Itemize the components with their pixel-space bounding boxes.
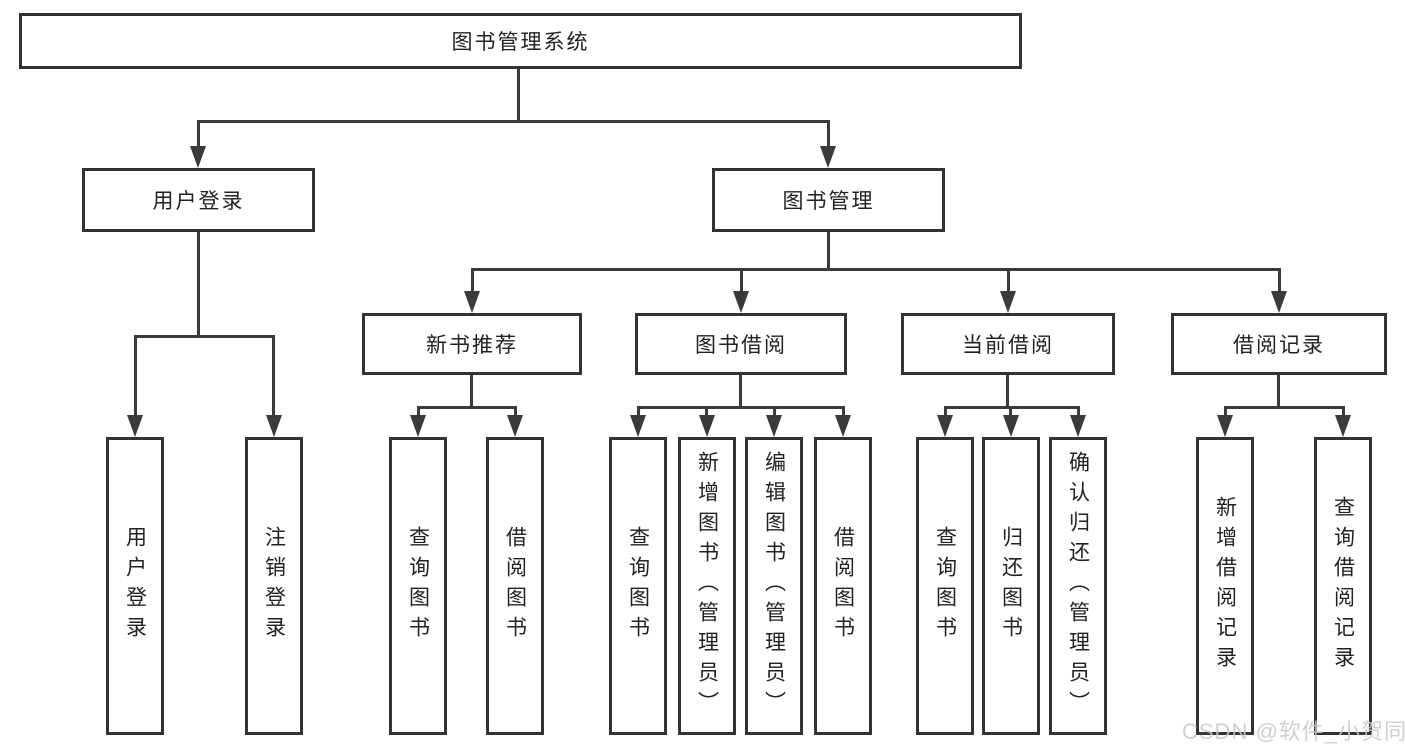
- connector-root-stem: [517, 69, 520, 120]
- node-leaf-br-add-record: 新增借阅记录: [1196, 437, 1254, 735]
- arrow-down-icon: [507, 415, 523, 437]
- node-leaf-rec-query-books-label: 查询图书: [406, 526, 430, 646]
- connector-drop-leaf: [944, 406, 947, 417]
- node-leaf-bb-query-books: 查询图书: [609, 437, 667, 735]
- arrow-down-icon: [835, 415, 851, 437]
- connector-bb-stem: [739, 375, 742, 406]
- node-book-management-label: 图书管理: [782, 190, 875, 213]
- node-current-borrowing-label: 当前借阅: [962, 334, 1054, 357]
- arrow-down-icon: [127, 415, 143, 437]
- connector-drop-leaf: [1077, 406, 1080, 417]
- node-leaf-cb-return-books: 归还图书: [982, 437, 1040, 735]
- node-leaf-bb-add-book-admin: 新增图书（管理员）: [678, 437, 736, 735]
- connector-drop-level3: [740, 268, 743, 293]
- node-leaf-bb-add-book-admin-label: 新增图书（管理员）: [695, 451, 719, 721]
- arrow-down-icon: [1070, 415, 1086, 437]
- connector-br-stem: [1277, 375, 1280, 406]
- arrow-down-icon: [190, 146, 206, 168]
- node-leaf-br-query-record: 查询借阅记录: [1314, 437, 1372, 735]
- arrow-down-icon: [1000, 291, 1016, 313]
- node-leaf-logout: 注销登录: [245, 437, 303, 735]
- connector-drop-leaf: [705, 406, 708, 417]
- node-book-management: 图书管理: [712, 168, 945, 232]
- connector-user-login-span: [134, 335, 275, 338]
- connector-bb-span: [637, 406, 845, 409]
- node-leaf-cb-query-books-label: 查询图书: [933, 526, 957, 646]
- node-new-book-recommend-label: 新书推荐: [426, 334, 518, 357]
- node-leaf-rec-borrow-books: 借阅图书: [486, 437, 544, 735]
- connector-drop-book-management: [827, 120, 830, 148]
- connector-rec-stem: [470, 375, 473, 406]
- node-leaf-bb-borrow-books: 借阅图书: [814, 437, 872, 735]
- node-borrowing-records-label: 借阅记录: [1233, 334, 1325, 357]
- connector-cb-stem: [1006, 375, 1009, 406]
- node-user-login-label: 用户登录: [152, 190, 245, 213]
- connector-drop-level3: [1278, 268, 1281, 293]
- connector-drop-leaf: [773, 406, 776, 417]
- connector-drop-leaf: [417, 406, 420, 417]
- node-current-borrowing: 当前借阅: [901, 313, 1115, 375]
- arrow-down-icon: [766, 415, 782, 437]
- arrow-down-icon: [937, 415, 953, 437]
- connector-drop-leaf: [514, 406, 517, 417]
- connector-book-mgmt-span: [471, 268, 1281, 271]
- node-root-system: 图书管理系统: [19, 13, 1022, 69]
- node-leaf-bb-edit-book-admin-label: 编辑图书（管理员）: [762, 451, 786, 721]
- csdn-watermark: CSDN @软件_小贺同学: [1182, 719, 1405, 744]
- connector-drop-leaf: [637, 406, 640, 417]
- node-leaf-cb-return-books-label: 归还图书: [999, 526, 1023, 646]
- connector-cb-span: [944, 406, 1080, 409]
- node-leaf-user-login-label: 用户登录: [123, 526, 147, 646]
- node-leaf-cb-confirm-return-admin-label: 确认归还（管理员）: [1066, 451, 1090, 721]
- node-leaf-bb-borrow-books-label: 借阅图书: [831, 526, 855, 646]
- connector-drop-level3: [1007, 268, 1010, 293]
- node-book-borrowing: 图书借阅: [635, 313, 847, 375]
- arrow-down-icon: [1335, 415, 1351, 437]
- arrow-down-icon: [1217, 415, 1233, 437]
- node-user-login: 用户登录: [82, 168, 315, 232]
- node-leaf-cb-confirm-return-admin: 确认归还（管理员）: [1049, 437, 1107, 735]
- arrow-down-icon: [410, 415, 426, 437]
- node-leaf-br-query-record-label: 查询借阅记录: [1331, 496, 1355, 676]
- connector-drop-leaf: [842, 406, 845, 417]
- arrow-down-icon: [630, 415, 646, 437]
- node-leaf-user-login: 用户登录: [106, 437, 164, 735]
- arrow-down-icon: [733, 291, 749, 313]
- connector-drop-leaf: [1342, 406, 1345, 417]
- connector-drop-user-login: [197, 120, 200, 148]
- arrow-down-icon: [820, 146, 836, 168]
- arrow-down-icon: [699, 415, 715, 437]
- node-leaf-rec-query-books: 查询图书: [389, 437, 447, 735]
- connector-root-span: [197, 120, 830, 123]
- arrow-down-icon: [1271, 291, 1287, 313]
- node-leaf-bb-query-books-label: 查询图书: [626, 526, 650, 646]
- connector-drop-leaf: [134, 335, 137, 417]
- node-leaf-rec-borrow-books-label: 借阅图书: [503, 526, 527, 646]
- connector-drop-leaf: [1009, 406, 1012, 417]
- node-leaf-logout-label: 注销登录: [262, 526, 286, 646]
- arrow-down-icon: [464, 291, 480, 313]
- node-leaf-br-add-record-label: 新增借阅记录: [1213, 496, 1237, 676]
- connector-drop-level3: [471, 268, 474, 293]
- connector-book-mgmt-stem: [827, 232, 830, 268]
- connector-drop-leaf: [1224, 406, 1227, 417]
- node-leaf-bb-edit-book-admin: 编辑图书（管理员）: [745, 437, 803, 735]
- node-new-book-recommend: 新书推荐: [362, 313, 582, 375]
- node-leaf-cb-query-books: 查询图书: [916, 437, 974, 735]
- node-borrowing-records: 借阅记录: [1171, 313, 1387, 375]
- node-root-label: 图书管理系统: [451, 31, 590, 54]
- connector-user-login-stem: [197, 232, 200, 335]
- node-book-borrowing-label: 图书借阅: [695, 334, 787, 357]
- connector-br-span: [1224, 406, 1345, 409]
- connector-drop-leaf: [272, 335, 275, 417]
- arrow-down-icon: [266, 415, 282, 437]
- arrow-down-icon: [1003, 415, 1019, 437]
- connector-rec-span: [417, 406, 517, 409]
